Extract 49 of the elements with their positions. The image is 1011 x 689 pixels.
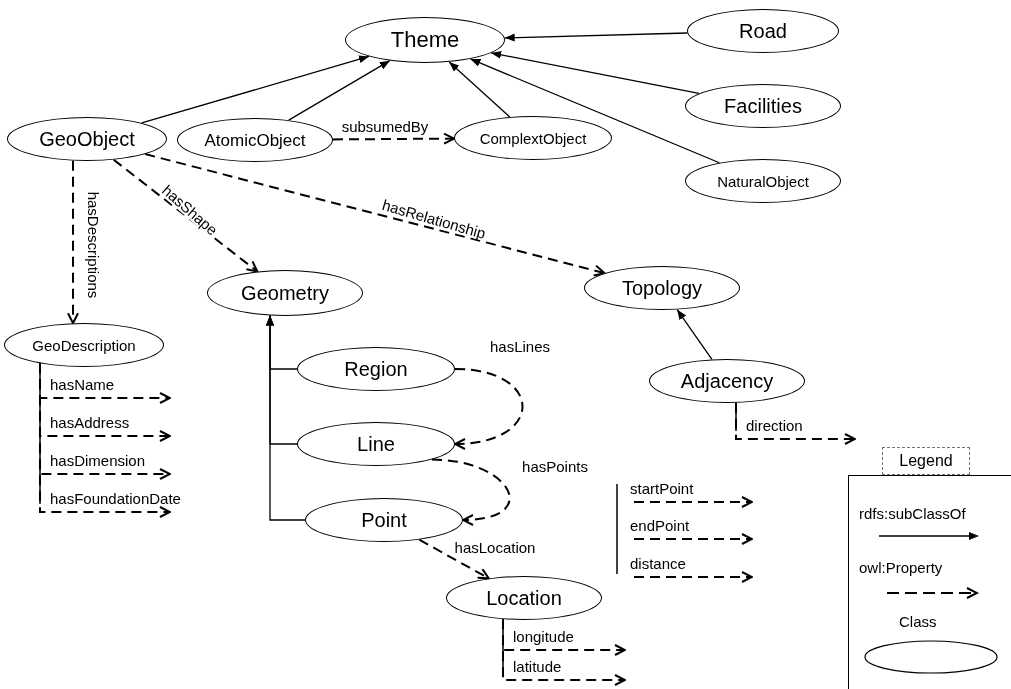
class-name: Adjacency xyxy=(680,371,774,391)
class-name: Topology xyxy=(621,278,703,298)
arrow xyxy=(469,58,720,164)
edge-label: hasDescriptions xyxy=(85,191,101,299)
arrow xyxy=(490,50,700,95)
dashed-arrow xyxy=(735,401,856,445)
arrow xyxy=(448,61,511,118)
class-name: Point xyxy=(361,510,407,530)
property-label: startPoint xyxy=(630,481,694,496)
property-label: distance xyxy=(630,556,686,571)
edge-label: hasPoints xyxy=(522,458,588,474)
class-name: Region xyxy=(344,359,408,379)
edge-label: hasDimension xyxy=(50,453,146,468)
dashed-arrow xyxy=(418,538,490,580)
edge-label: subsumedBy xyxy=(341,118,429,134)
class-name: ComplextObject xyxy=(479,130,587,146)
class-name: NaturalObject xyxy=(717,173,809,189)
edge-label: hasAddress xyxy=(50,415,130,430)
dashed-arrow xyxy=(502,618,626,686)
legend-text: Class xyxy=(899,614,937,629)
edge-label: hasLines xyxy=(490,338,550,354)
class-name: Location xyxy=(486,588,562,608)
dashed-arrow xyxy=(144,153,606,277)
edge-label: latitude xyxy=(513,659,562,674)
legend-text: rdfs:subClassOf xyxy=(859,506,966,521)
edge-label: hasLocation xyxy=(454,539,536,555)
class-name: Line xyxy=(357,434,395,454)
arrow xyxy=(141,55,370,124)
class-name: Facilities xyxy=(724,96,802,116)
class-name: Geometry xyxy=(241,283,329,303)
legend-title: Legend xyxy=(882,447,970,475)
class-name: Theme xyxy=(390,29,460,51)
class-name: GeoDescription xyxy=(32,337,136,353)
class-name: GeoObject xyxy=(39,129,135,149)
edge-label: longitude xyxy=(513,629,574,644)
dashed-arrow xyxy=(331,132,456,145)
edge-label: direction xyxy=(746,418,803,433)
arrow xyxy=(504,32,688,42)
class-name: Road xyxy=(739,21,787,41)
arrow xyxy=(676,308,713,361)
legend-text: owl:Property xyxy=(859,560,943,575)
dashed-arrow xyxy=(67,159,79,325)
property-label: endPoint xyxy=(630,518,690,533)
dashed-arrow xyxy=(430,458,511,526)
class-name: AtomicObject xyxy=(204,131,306,149)
edge-label: hasName xyxy=(50,377,115,392)
arrow xyxy=(288,60,391,121)
edge-label: hasFoundationDate xyxy=(50,491,181,506)
dashed-arrow xyxy=(454,368,524,450)
